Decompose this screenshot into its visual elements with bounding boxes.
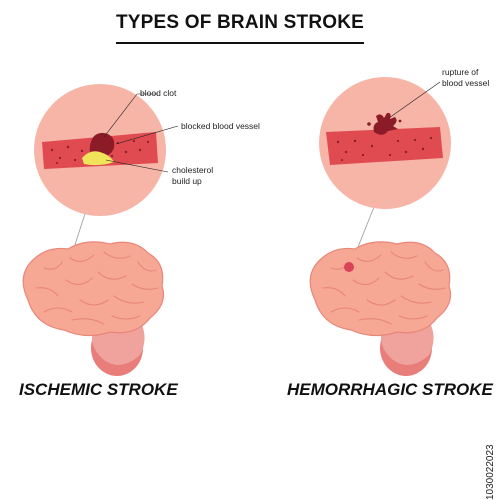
hemorrhagic-zoom-panel: rupture of blood vessel	[319, 67, 489, 263]
rupture-callout-line	[388, 81, 441, 119]
ischemic-stroke-label: ISCHEMIC STROKE	[19, 380, 178, 399]
cholesterol-label-line1: cholesterol	[172, 165, 213, 175]
ruptured-vessel	[326, 127, 443, 165]
clot-label: blood clot	[140, 88, 177, 98]
brain-folds	[322, 251, 446, 325]
cholesterol-plaque	[82, 151, 114, 166]
cholesterol-label-line2: build up	[172, 176, 202, 186]
blood-clot	[89, 132, 115, 158]
rupture-label-line2: blood vessel	[442, 78, 489, 88]
cerebrum	[22, 241, 165, 337]
blocked-vessel-label: blocked blood vessel	[181, 121, 260, 131]
ischemic-brain	[22, 241, 165, 376]
title-underline	[116, 42, 364, 44]
rupture-label-line1: rupture of	[442, 67, 479, 77]
cholesterol-callout-line	[105, 159, 169, 173]
vessel-blood-cells	[50, 139, 150, 164]
hemorrhagic-brain	[309, 241, 452, 376]
hemorrhagic-stroke-label: HEMORRHAGIC STROKE	[287, 380, 493, 399]
brain-folds	[35, 251, 159, 325]
rupture-splash	[373, 112, 398, 135]
ischemic-zoom-panel: blood clot blocked blood vessel choleste…	[34, 84, 260, 252]
blocked-callout-line	[115, 125, 179, 145]
clot-callout-line	[103, 93, 138, 138]
stock-image-id: 1030022023	[485, 444, 496, 500]
page-title: TYPES OF BRAIN STROKE	[115, 12, 365, 33]
hemorrhage-spot	[344, 262, 354, 272]
vessel-blood-cells	[336, 136, 433, 161]
